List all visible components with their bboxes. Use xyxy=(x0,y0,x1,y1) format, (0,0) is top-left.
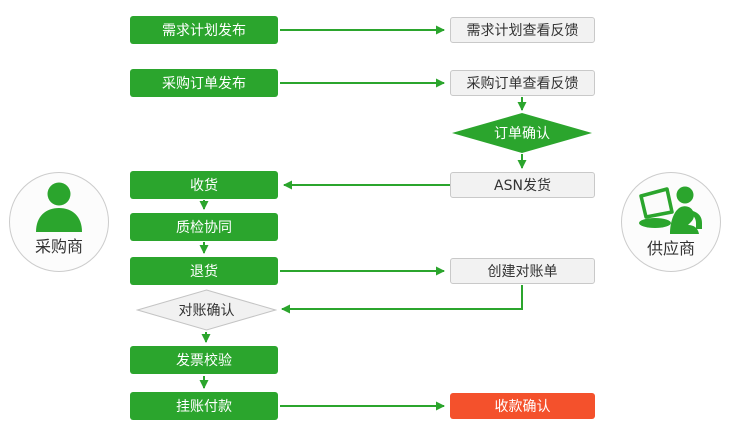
node-demand-plan-feedback: 需求计划查看反馈 xyxy=(450,17,595,43)
diamond-label: 订单确认 xyxy=(494,126,550,142)
diamond-shape xyxy=(452,113,592,153)
node-demand-plan-publish: 需求计划发布 xyxy=(130,16,278,44)
node-return-goods: 退货 xyxy=(130,257,278,285)
person-laptop-icon xyxy=(638,186,704,234)
node-asn-ship: ASN发货 xyxy=(450,172,595,198)
actor-label: 供应商 xyxy=(646,239,695,258)
diamond-label: 对账确认 xyxy=(178,303,235,319)
diamond-shape xyxy=(136,289,277,331)
node-po-publish: 采购订单发布 xyxy=(130,69,278,97)
edge-statement-to-confirm xyxy=(281,285,523,314)
node-receive: 收货 xyxy=(130,171,278,199)
node-po-feedback: 采购订单查看反馈 xyxy=(450,70,595,96)
person-icon xyxy=(32,182,86,232)
node-statement-confirm: 对账确认 xyxy=(136,289,277,331)
node-receipt-confirm: 收款确认 xyxy=(450,393,595,419)
node-create-statement: 创建对账单 xyxy=(450,258,595,284)
node-invoice-verify: 发票校验 xyxy=(130,346,278,374)
node-order-confirm: 订单确认 xyxy=(452,113,592,153)
node-quality-check: 质检协同 xyxy=(130,213,278,241)
actor-label: 采购商 xyxy=(34,237,83,256)
actor-buyer: 采购商 xyxy=(9,172,109,272)
node-payment: 挂账付款 xyxy=(130,392,278,420)
actor-supplier: 供应商 xyxy=(621,172,721,272)
